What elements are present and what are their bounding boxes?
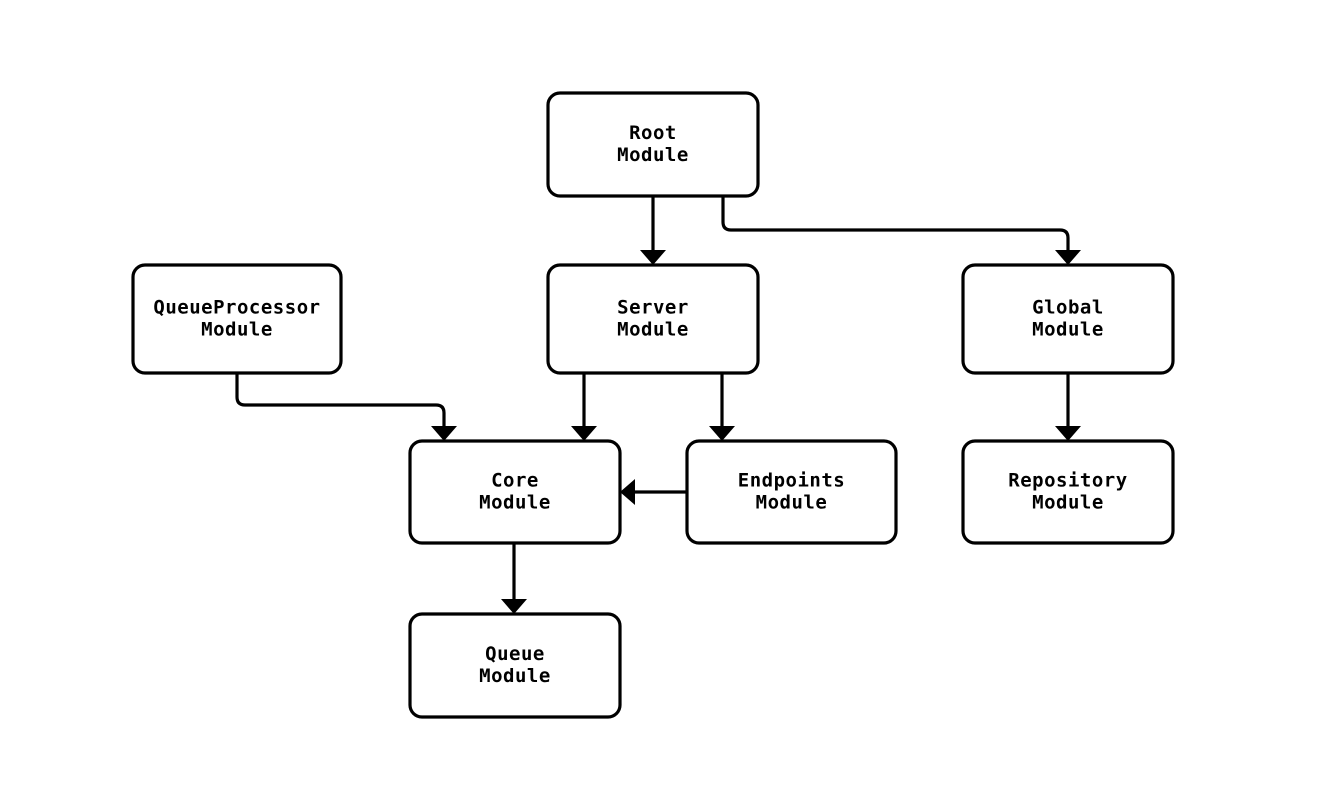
arrowhead-icon (431, 426, 457, 441)
node-queueprocessor-label-line1: QueueProcessor (153, 297, 320, 319)
edge-queueprocessor-to-core (235, 373, 457, 441)
node-root-label-line1: Root (629, 122, 677, 144)
node-core-box[interactable] (408, 439, 622, 545)
edge-global-to-repository (1055, 373, 1081, 441)
edge-endpoints-to-core (620, 479, 687, 505)
node-repository-label-line2: Module (1032, 492, 1104, 514)
edge-layer (235, 196, 1081, 614)
node-global-label-line2: Module (1032, 319, 1104, 341)
node-queue-label-line2: Module (479, 665, 551, 687)
node-root-box[interactable] (546, 91, 760, 198)
edge-root-to-global (721, 196, 1081, 265)
node-core-label-line1: Core (491, 470, 539, 492)
node-global-label-line1: Global (1032, 297, 1104, 319)
node-root-label-line2: Module (617, 144, 689, 166)
node-server-box[interactable] (546, 263, 760, 375)
node-core-label-line2: Module (479, 492, 551, 514)
edge-line (235, 373, 446, 428)
node-endpoints-box[interactable] (685, 439, 898, 545)
edge-core-to-queue (501, 543, 527, 614)
node-server-label-line1: Server (617, 297, 689, 319)
node-repository-label-line1: Repository (1008, 470, 1127, 492)
edge-root-to-server (640, 196, 666, 265)
arrowhead-icon (640, 250, 666, 265)
arrowhead-icon (501, 599, 527, 614)
node-queue-label-line1: Queue (485, 643, 545, 665)
node-queueprocessor-label-line2: Module (201, 319, 273, 341)
edge-server-to-endpoints (709, 373, 735, 441)
node-queue-box[interactable] (408, 612, 622, 719)
arrowhead-icon (1055, 426, 1081, 441)
arrowhead-icon (571, 426, 597, 441)
node-layer: RootModuleQueueProcessorModuleServerModu… (131, 91, 1175, 719)
node-global-box[interactable] (961, 263, 1175, 375)
arrowhead-icon (1055, 250, 1081, 265)
node-queueprocessor-box[interactable] (131, 263, 343, 375)
node-repository-box[interactable] (961, 439, 1175, 545)
arrowhead-icon (709, 426, 735, 441)
edge-server-to-core (571, 373, 597, 441)
arrowhead-icon (620, 479, 635, 505)
node-endpoints-label-line1: Endpoints (738, 470, 845, 492)
node-server-label-line2: Module (617, 319, 689, 341)
edge-line (721, 196, 1070, 252)
node-endpoints-label-line2: Module (756, 492, 828, 514)
